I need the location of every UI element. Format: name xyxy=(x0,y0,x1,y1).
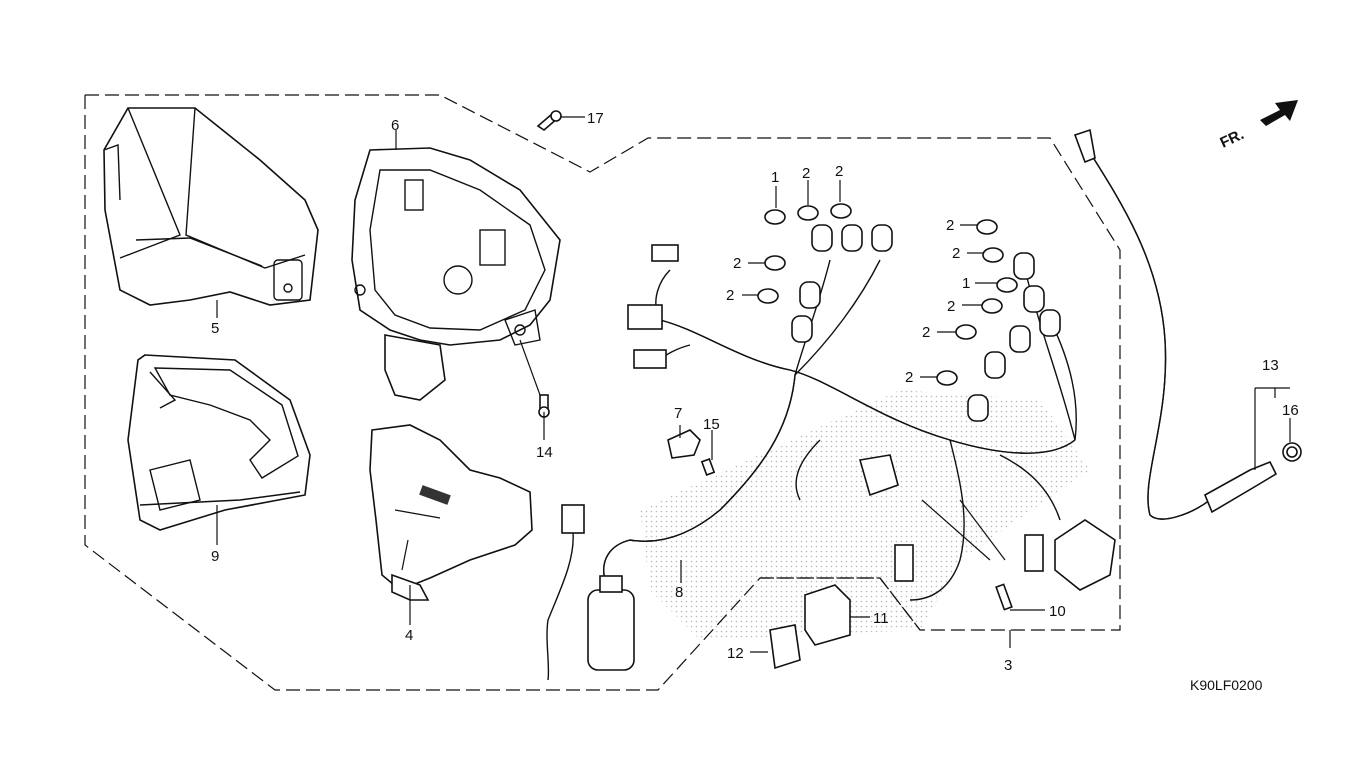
screw-15 xyxy=(700,458,716,476)
cover-12 xyxy=(769,624,801,670)
callout-9: 9 xyxy=(211,548,219,565)
callout-2: 2 xyxy=(946,217,954,234)
connector xyxy=(651,244,679,262)
arrow-right-icon xyxy=(1260,100,1298,126)
callout-6: 6 xyxy=(391,117,399,134)
harness-boundary xyxy=(760,577,921,631)
callout-4: 4 xyxy=(405,627,413,644)
connector xyxy=(633,349,667,369)
front-label: FR. xyxy=(1218,126,1247,152)
front-direction-indicator: FR. xyxy=(1218,100,1298,152)
callout-11: 11 xyxy=(873,610,889,627)
connector xyxy=(1024,534,1044,572)
meter-upper-cover xyxy=(103,107,319,306)
callout-2: 2 xyxy=(726,287,734,304)
speed-sensor-13 xyxy=(1203,460,1278,514)
screw-10 xyxy=(995,583,1013,611)
callout-14: 14 xyxy=(536,444,553,461)
stipple-shadow xyxy=(640,390,1090,640)
callout-10: 10 xyxy=(1049,603,1066,620)
callout-2: 2 xyxy=(733,255,741,272)
leader-lines xyxy=(216,116,1291,653)
callout-2: 2 xyxy=(947,298,955,315)
speedometer-cable xyxy=(1073,128,1211,520)
screw-17 xyxy=(536,110,562,132)
callout-2: 2 xyxy=(835,163,843,180)
meter-panel xyxy=(369,424,533,601)
connector xyxy=(858,454,899,497)
connector xyxy=(1054,519,1116,591)
callout-8: 8 xyxy=(675,584,683,601)
o-ring-inner xyxy=(1286,446,1298,458)
relay-11 xyxy=(804,584,851,646)
callout-17: 17 xyxy=(587,110,604,127)
callout-15: 15 xyxy=(703,416,720,433)
bulb-socket-8 xyxy=(587,575,635,671)
wire xyxy=(546,532,574,681)
meter-lower-case xyxy=(127,354,311,531)
connector xyxy=(627,304,663,330)
callout-5: 5 xyxy=(211,320,219,337)
callout-2: 2 xyxy=(922,324,930,341)
callout-1: 1 xyxy=(962,275,970,292)
callout-16: 16 xyxy=(1282,402,1299,419)
callout-2: 2 xyxy=(905,369,913,386)
bulbs xyxy=(757,203,1018,386)
diagram-code: K90LF0200 xyxy=(1190,677,1263,693)
meter-housing xyxy=(351,147,561,401)
callout-1: 1 xyxy=(771,169,779,186)
callout-2: 2 xyxy=(802,165,810,182)
bulb-sockets xyxy=(791,224,1061,422)
meter-assembly-boundary xyxy=(84,94,1121,691)
connector xyxy=(894,544,914,582)
clamp-7 xyxy=(667,429,701,459)
callout-2: 2 xyxy=(952,245,960,262)
callout-13: 13 xyxy=(1262,357,1279,374)
callout-12: 12 xyxy=(727,645,744,662)
connector xyxy=(561,504,585,534)
callout-3: 3 xyxy=(1004,657,1012,674)
callout-7: 7 xyxy=(674,405,682,422)
